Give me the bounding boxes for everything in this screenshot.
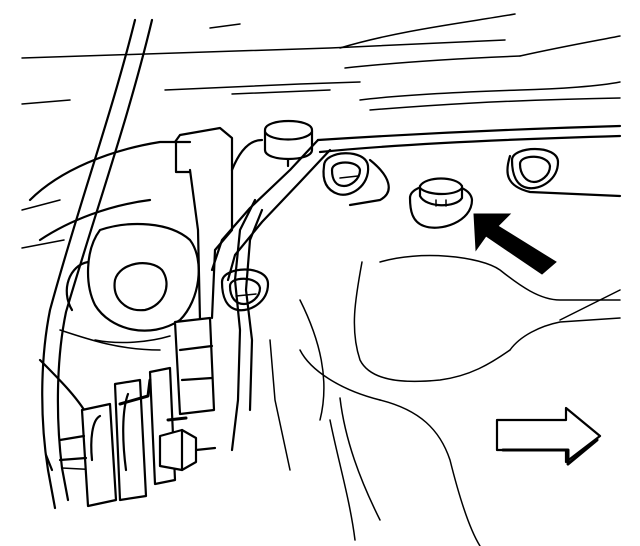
flange-bolt-boss-3 — [220, 268, 270, 312]
housing-bore — [113, 262, 168, 312]
background-body-lines — [21, 13, 621, 249]
direction-arrow — [495, 406, 602, 466]
bolt-callout-arrow — [473, 213, 557, 275]
upper-bolt — [263, 120, 314, 168]
cover-flange — [210, 124, 622, 471]
lower-fastener-assembly — [44, 316, 217, 508]
engine-block — [28, 140, 200, 422]
flange-bolt-boss-2 — [510, 148, 560, 190]
cover-plate — [299, 254, 621, 546]
target-bolt — [408, 177, 474, 229]
mounting-arm — [173, 126, 264, 322]
flange-bolt-boss-1 — [322, 152, 370, 196]
